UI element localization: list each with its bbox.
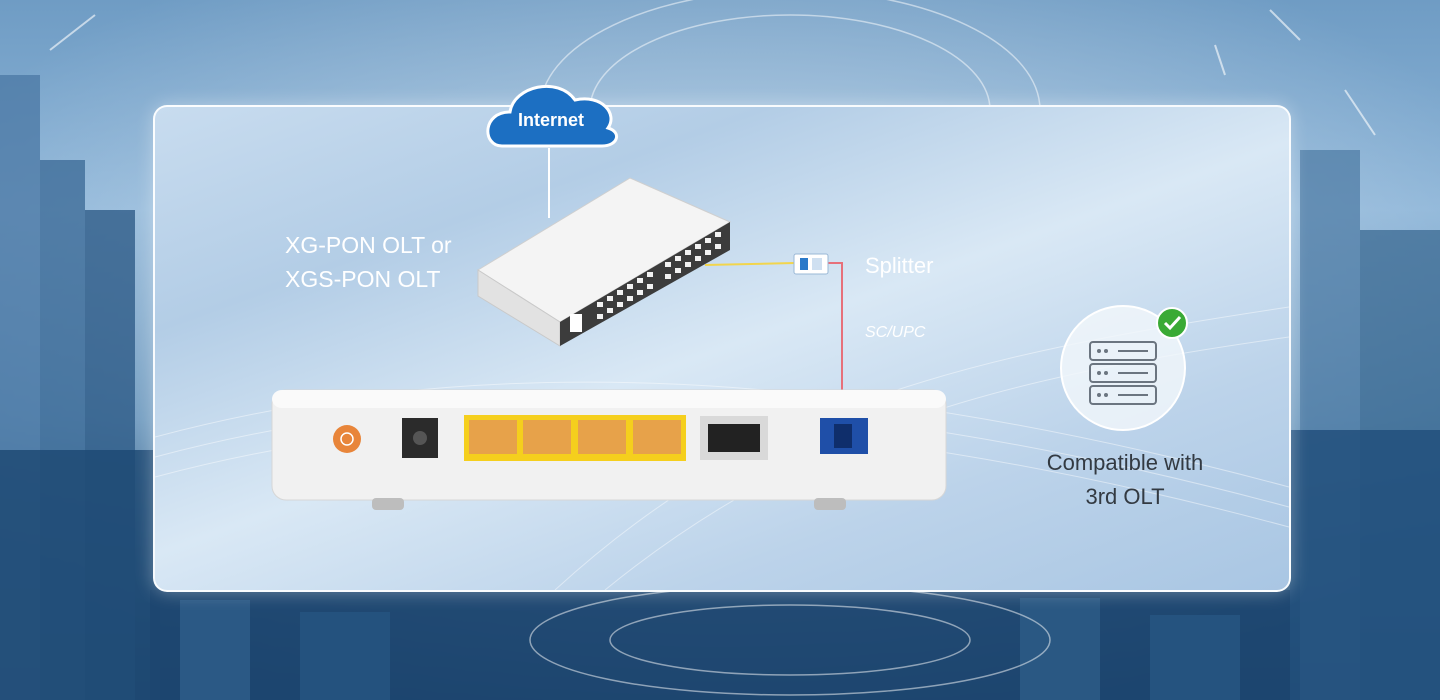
ont-device	[271, 389, 947, 510]
server-stack-icon	[1060, 305, 1186, 431]
splitter-label: Splitter	[865, 253, 934, 278]
olt-label-line2: XGS-PON OLT	[285, 266, 441, 292]
check-badge-icon	[1156, 307, 1188, 339]
olt-switch	[477, 177, 732, 347]
splitter-icon	[793, 253, 829, 275]
olt-label-line1: XG-PON OLT or	[285, 232, 452, 258]
cloud-label: Internet	[517, 110, 584, 130]
compat-line1: Compatible with	[1046, 450, 1204, 475]
drop-fiber	[828, 262, 843, 428]
olt-label: XG-PON OLT or XGS-PON OLT	[285, 228, 452, 296]
feeder-fiber	[704, 262, 796, 266]
compatibility-label: Compatible with 3rd OLT	[1025, 446, 1225, 514]
power-button	[333, 425, 361, 453]
cloud-icon	[486, 84, 618, 148]
compat-line2: 3rd OLT	[1085, 484, 1165, 509]
connector-label: SC/UPC	[865, 324, 926, 341]
